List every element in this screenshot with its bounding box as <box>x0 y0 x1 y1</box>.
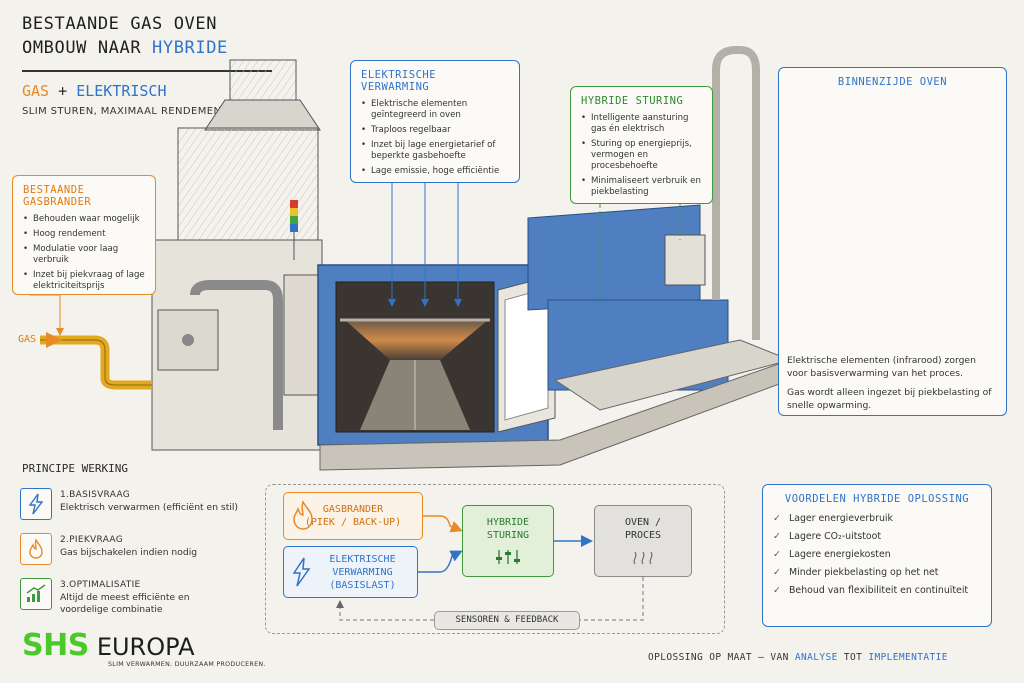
list-item: Modulatie voor laag verbruik <box>23 244 145 266</box>
gas-inlet-label: GAS <box>18 334 37 345</box>
logo-europa: EUROPA <box>96 633 195 661</box>
binnenzijde-text-1: Elektrische elementen (infrarood) zorgen… <box>787 355 976 379</box>
signal-tower <box>290 200 298 260</box>
flow-diagram-frame <box>265 484 725 634</box>
box-gasbrander: BESTAANDE GASBRANDER Behouden waar mogel… <box>12 175 156 295</box>
step-desc: Elektrisch verwarmen (efficiënt en stil) <box>60 502 239 513</box>
title-divider <box>22 70 272 72</box>
box-hybride-sturing: HYBRIDE STURING Intelligente aansturing … <box>570 86 713 204</box>
flow-node-label: (BASISLAST) <box>329 579 396 591</box>
box-voordelen: VOORDELEN HYBRIDE OPLOSSING Lager energi… <box>762 484 992 627</box>
step-title: 2.PIEKVRAAG <box>60 535 123 545</box>
flow-node-gasbrander: GASBRANDER (PIEK / BACK-UP) <box>283 492 423 540</box>
binnenzijde-text: Elektrische elementen (infrarood) zorgen… <box>787 348 998 412</box>
list-item: Intelligente aansturing gas én elektrisc… <box>581 113 702 135</box>
lightning-icon <box>292 557 311 587</box>
list-item: Behoud van flexibiliteit en continuïteit <box>773 585 981 596</box>
box-hybride-list: Intelligente aansturing gas én elektrisc… <box>581 113 702 198</box>
subtitle-plus: + <box>58 82 68 100</box>
flame-icon <box>20 533 52 565</box>
title-highlight: HYBRIDE <box>152 38 228 58</box>
title-line-2: OMBOUW NAAR HYBRIDE <box>22 36 282 60</box>
box-elektrische-verwarming: ELEKTRISCHE VERWARMING Elektrische eleme… <box>350 60 520 183</box>
flow-node-elektrisch: ELEKTRISCHE VERWARMING (BASISLAST) <box>283 546 418 598</box>
oven-body <box>319 46 792 471</box>
chart-up-icon <box>20 578 52 610</box>
list-item: Inzet bij piekvraag of lage elektricitei… <box>23 270 145 292</box>
footer-part-1: OPLOSSING OP MAAT – VAN <box>648 652 789 663</box>
flow-node-label: (PIEK / BACK-UP) <box>304 517 402 528</box>
box-voordelen-title: VOORDELEN HYBRIDE OPLOSSING <box>784 493 970 505</box>
flow-node-label: GASBRANDER <box>322 504 384 515</box>
flame-icon <box>293 500 313 530</box>
sliders-icon <box>496 550 520 564</box>
flow-node-hybride-sturing: HYBRIDE STURING <box>462 505 554 577</box>
list-item: Traploos regelbaar <box>361 125 509 136</box>
subtitle-gas: GAS <box>22 82 50 100</box>
burner-housing <box>151 239 323 451</box>
list-item: Behouden waar mogelijk <box>23 214 145 225</box>
gas-pipe <box>40 295 152 390</box>
box-binnenzijde-title: BINNENZIJDE OVEN <box>837 76 948 88</box>
list-item: Lage emissie, hoge efficiëntie <box>361 166 509 177</box>
list-item: Sturing op energieprijs, vermogen en pro… <box>581 139 702 172</box>
box-binnenzijde-oven: BINNENZIJDE OVEN Elektrische elementen (… <box>778 67 1007 416</box>
logo-tagline: SLIM VERWARMEN. DUURZAAM PRODUCEREN. <box>108 661 266 668</box>
list-item: Inzet bij lage energietarief of beperkte… <box>361 140 509 162</box>
flow-node-label: ELEKTRISCHE <box>329 553 396 565</box>
flow-node-sensoren-feedback: SENSOREN & FEEDBACK <box>434 611 580 630</box>
step-desc: Altijd de meest efficiënte en voordelige… <box>60 592 190 615</box>
list-item: Minimaliseert verbruik en piekbelasting <box>581 176 702 198</box>
flow-node-label: STURING <box>486 530 530 541</box>
voordelen-list: Lager energieverbruik Lagere CO₂-uitstoo… <box>773 513 981 596</box>
footer-part-2: TOT <box>843 652 863 663</box>
list-item: Lagere CO₂-uitstoot <box>773 531 981 542</box>
footer: OPLOSSING OP MAAT – VAN ANALYSE TOT IMPL… <box>648 652 948 663</box>
chimney <box>177 59 321 254</box>
binnenzijde-text-2: Gas wordt alleen ingezet bij piekbelasti… <box>787 387 992 411</box>
box-gasbrander-title: BESTAANDE GASBRANDER <box>23 184 92 208</box>
flow-arrows <box>336 515 644 621</box>
flow-node-label: PROCES <box>624 530 662 541</box>
tagline: SLIM STUREN, MAXIMAAL RENDEMENT <box>22 106 228 117</box>
logo-shs: SHS <box>22 628 89 663</box>
list-item: Elektrische elementen geïntegreerd in ov… <box>361 99 509 121</box>
box-hybride-title: HYBRIDE STURING <box>581 95 684 107</box>
principe-title: PRINCIPE WERKING <box>22 462 128 475</box>
title-prefix: OMBOUW NAAR <box>22 38 142 58</box>
list-item: Minder piekbelasting op het net <box>773 567 981 578</box>
step-title: 3.OPTIMALISATIE <box>60 580 141 590</box>
step-title: 1.BASISVRAAG <box>60 490 131 500</box>
box-gasbrander-list: Behouden waar mogelijk Hoog rendement Mo… <box>23 214 145 292</box>
list-item: Lager energieverbruik <box>773 513 981 524</box>
title-line-1: BESTAANDE GAS OVEN <box>22 14 218 34</box>
annotation-arrows <box>30 182 681 307</box>
footer-highlight-2: IMPLEMENTATIE <box>868 652 948 663</box>
flow-node-label: OVEN / <box>624 517 662 528</box>
step-desc: Gas bijschakelen indien nodig <box>60 547 198 558</box>
flow-node-oven-proces: OVEN / PROCES <box>594 505 692 577</box>
footer-highlight-1: ANALYSE <box>794 652 838 663</box>
subtitle-elektrisch: ELEKTRISCH <box>76 82 167 100</box>
list-item: Hoog rendement <box>23 229 145 240</box>
flow-node-label: HYBRIDE <box>486 517 530 528</box>
list-item: Lagere energiekosten <box>773 549 981 560</box>
oven-front <box>317 264 556 446</box>
box-elektrisch-title: ELEKTRISCHE VERWARMING <box>361 69 437 93</box>
title-block: BESTAANDE GAS OVEN OMBOUW NAAR HYBRIDE <box>22 12 282 60</box>
lightning-icon <box>20 488 52 520</box>
heat-waves-icon <box>633 551 653 565</box>
subtitle: GAS + ELEKTRISCH <box>22 82 167 100</box>
flow-node-label: VERWARMING <box>332 566 393 578</box>
box-elektrisch-list: Elektrische elementen geïntegreerd in ov… <box>361 99 509 177</box>
